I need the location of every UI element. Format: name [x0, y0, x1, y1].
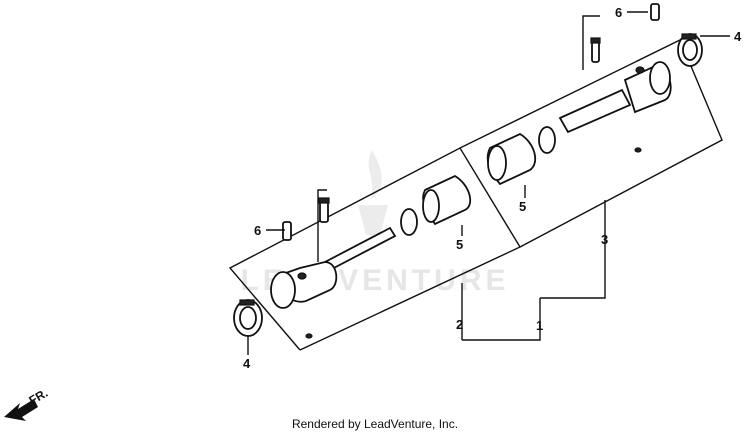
- bolt-left: [318, 197, 330, 223]
- front-direction-indicator: FR.: [4, 386, 50, 421]
- clamp-left: [233, 299, 263, 337]
- pin-left: [282, 221, 292, 241]
- callout-2: 2: [456, 317, 463, 332]
- bolt-bracket-right: [582, 15, 600, 30]
- footer-credit: Rendered by LeadVenture, Inc.: [291, 417, 459, 431]
- callout-1: 1: [536, 318, 543, 333]
- bolt-bracket-left: [317, 189, 327, 200]
- callout-5-right: 5: [519, 199, 526, 214]
- inner-shaft-left: [270, 226, 397, 309]
- o-ring-left: [400, 208, 418, 236]
- o-ring-right: [538, 126, 556, 154]
- nut-right: [634, 147, 642, 153]
- callout-5-left: 5: [456, 237, 463, 252]
- inner-shaft-right: [558, 61, 672, 134]
- bracket-3-line: [540, 200, 606, 299]
- bracket-1-line: [462, 298, 541, 341]
- assembly-outline-right: [459, 39, 723, 248]
- boot-left: [422, 174, 472, 226]
- pin-right: [650, 3, 660, 21]
- callout-6-right: 6: [615, 5, 622, 20]
- callout-3: 3: [601, 232, 608, 247]
- callout-6-left: 6: [254, 223, 261, 238]
- front-arrow-icon: [4, 399, 38, 421]
- nut-left: [305, 333, 313, 339]
- callout-4-left: 4: [243, 356, 251, 371]
- watermark-flame-icon: [358, 150, 388, 235]
- bolt-right: [590, 37, 601, 63]
- callout-4-right: 4: [734, 29, 742, 44]
- boot-right: [486, 132, 537, 186]
- clamp-right: [677, 33, 703, 67]
